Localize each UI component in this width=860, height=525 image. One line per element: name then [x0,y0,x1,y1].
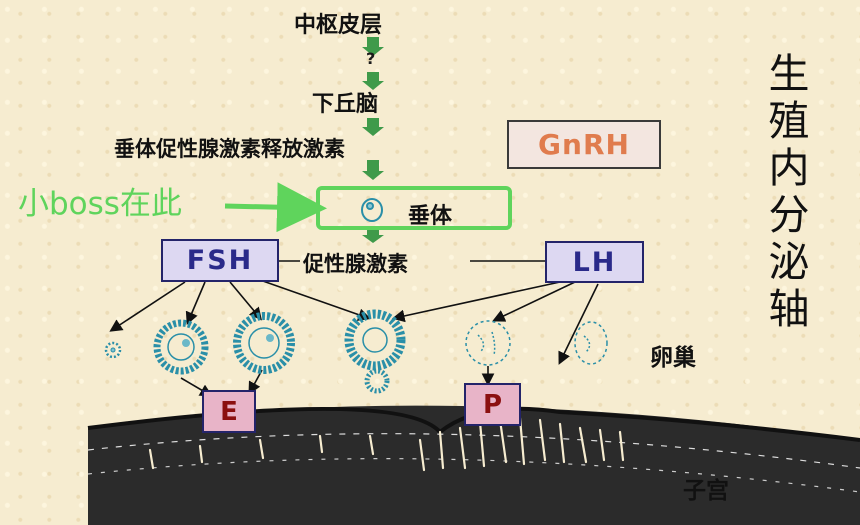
flow-arrow-2 [362,72,384,90]
vertical-title: 生殖内分泌轴 [761,52,809,334]
flow-arrow-3 [362,118,384,136]
estrogen-label: E [220,396,238,427]
gnrh-full-label: 垂体促性腺激素释放激素 [114,137,345,161]
lh-label: LH [572,246,617,278]
fsh-box: FSH [161,239,279,282]
fsh-label: FSH [186,245,254,276]
gonadotropin-label: 促性腺激素 [303,252,408,276]
progesterone-box: P [464,383,521,426]
flow-arrow-1 [362,37,384,56]
gnrh-abbr-label: GnRH [538,128,630,161]
lh-box: LH [545,241,644,283]
flow-arrow-4 [362,160,384,180]
pituitary-label: 垂体 [408,204,453,229]
central-cortex-label: 中枢皮层 [294,13,383,38]
progesterone-label: P [482,389,503,420]
annotation-text: 小boss在此 [18,186,182,222]
flow-arrow-5 [362,226,384,243]
follicle-1 [104,341,122,359]
corpus-albicans [574,321,608,365]
gnrh-box: GnRH [507,120,661,169]
follicle-3 [233,312,295,374]
pituitary-icon [361,198,383,222]
uterus-label: 子宫 [683,478,729,504]
annotation-arrow [224,182,327,233]
ovary-label: 卵巢 [650,345,696,371]
hypothalamus-label: 下丘脑 [312,92,379,117]
uterine-glands [148,416,625,472]
follicle-4 [344,309,406,394]
question-mark-label: ? [366,49,376,68]
corpus-luteum-1 [465,320,511,366]
estrogen-box: E [202,390,256,433]
annotation-highlight-box [316,186,512,230]
follicle-2 [153,319,209,375]
